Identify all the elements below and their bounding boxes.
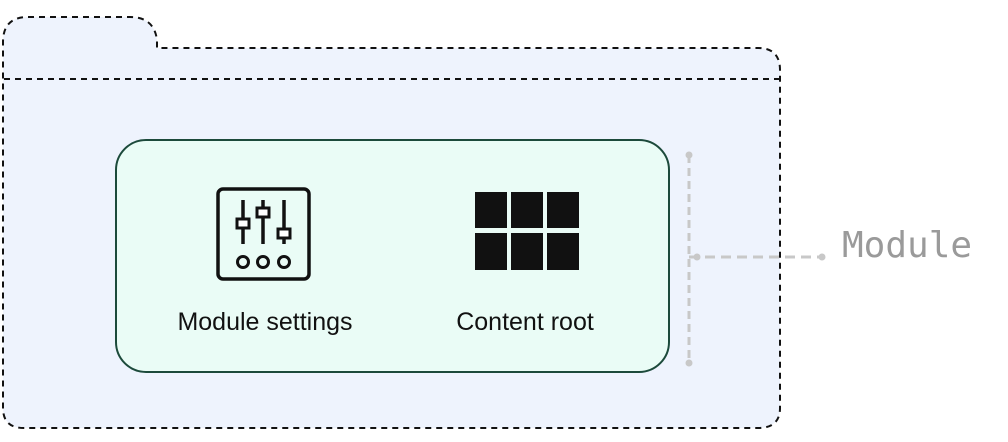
module-label: Module — [842, 225, 973, 266]
module-bracket-connector — [685, 151, 826, 367]
module-content-panel — [115, 139, 670, 373]
module-settings-label: Module settings — [177, 308, 353, 336]
grid-icon — [475, 192, 579, 270]
sliders-icon — [216, 187, 311, 281]
content-root-label: Content root — [456, 308, 594, 336]
